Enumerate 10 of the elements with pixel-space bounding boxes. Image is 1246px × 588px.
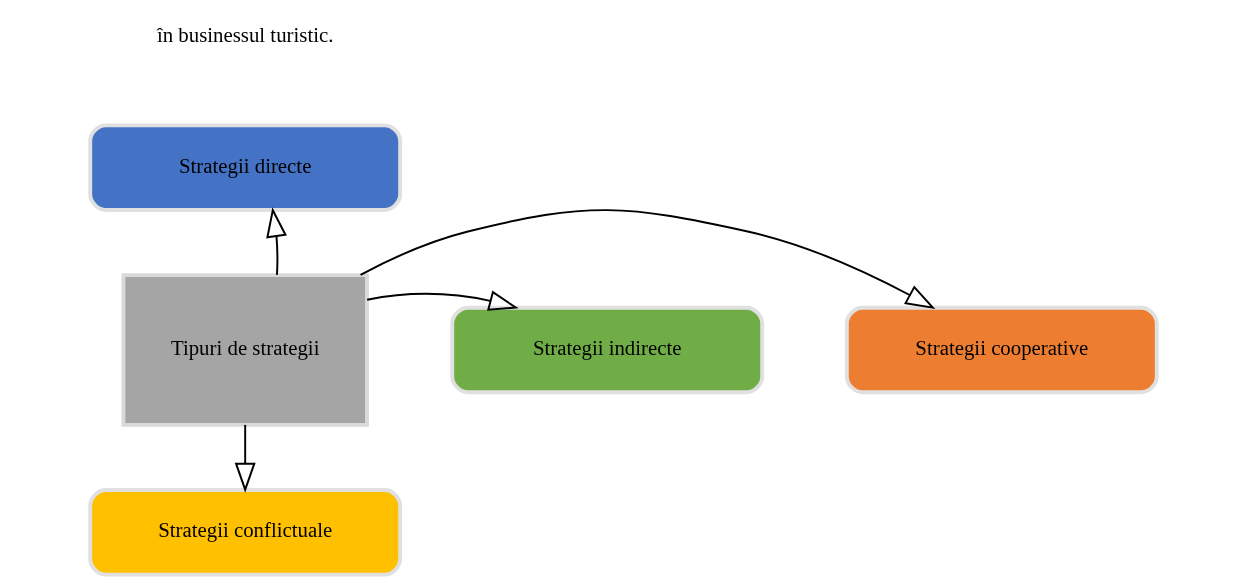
node-box: Strategii indirecte [449,305,764,395]
arrow [359,209,935,310]
node-box: Strategii directe [87,123,402,212]
arrow [365,290,519,311]
arrow [234,423,256,493]
arrow [265,207,287,276]
label: în businessul turistic. [156,22,333,47]
node-box: Tipuri de strategii [120,273,369,427]
node-box: Strategii conflictuale [87,488,402,577]
node-box: Strategii cooperative [844,305,1159,395]
